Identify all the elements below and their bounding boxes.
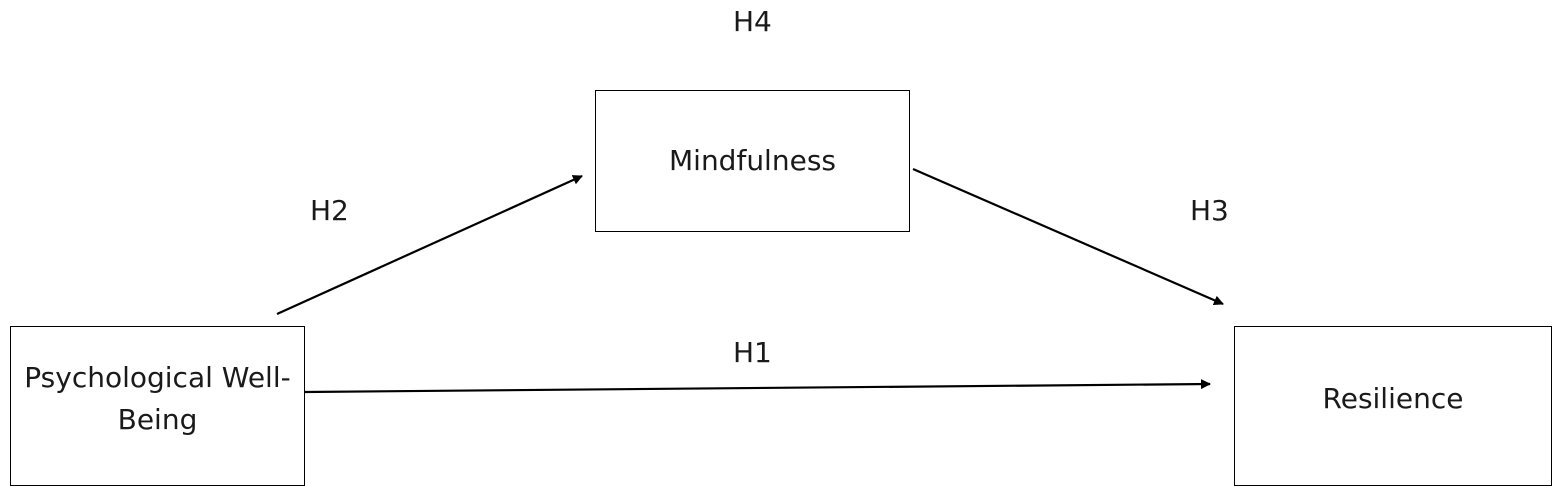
hypothesis-label-h2: H2 [310,194,349,227]
node-resilience: Resilience [1234,326,1552,486]
hypothesis-label-h1: H1 [733,336,772,369]
arrow-h1-wellbeing-to-resilience [304,379,1211,394]
node-psychological-well-being: Psychological Well-Being [10,326,305,486]
hypothesis-label-h4: H4 [733,5,772,38]
node-mindfulness: Mindfulness [595,90,910,232]
node-mindfulness-label: Mindfulness [669,144,836,177]
node-resilience-label: Resilience [1322,382,1464,415]
hypothesis-label-h3: H3 [1190,194,1229,227]
arrow-h3-mindfulness-to-resilience [912,167,1224,306]
arrow-h2-wellbeing-to-mindfulness [276,174,583,316]
path-diagram-arrows [276,167,1224,394]
node-psychological-well-being-label: Psychological Well-Being [24,361,291,436]
